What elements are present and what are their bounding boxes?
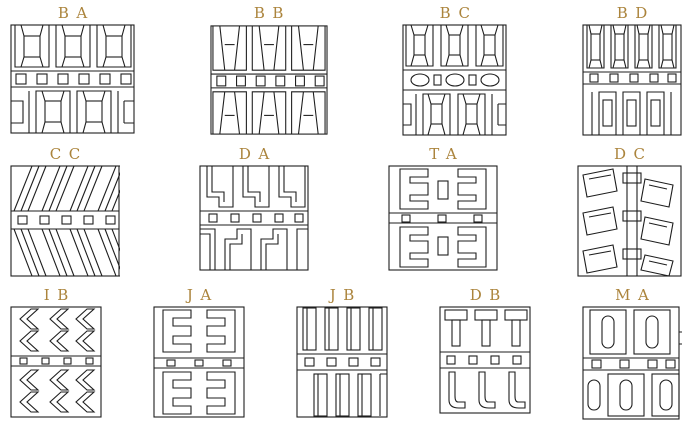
pattern-code-label-bc: BC [439, 4, 478, 22]
pattern-tile-bb: BB [210, 4, 328, 136]
tread-pattern-bc-drawing [402, 24, 507, 136]
pattern-code-label-ma: MA [615, 286, 657, 304]
tread-pattern-ja-drawing [153, 306, 245, 418]
pattern-code-label-cc: CC [49, 145, 88, 163]
pattern-code-label-jb: JB [329, 286, 362, 304]
pattern-tile-bd: BD [582, 4, 682, 136]
tread-pattern-dc-drawing [577, 165, 682, 277]
pattern-row-2: CC DA [10, 145, 682, 277]
pattern-tile-ta: TA [388, 145, 498, 271]
tread-pattern-bd-drawing [582, 24, 682, 136]
tread-pattern-ta-drawing [388, 165, 498, 271]
pattern-code-label-ba: BA [57, 4, 95, 22]
pattern-code-label-da: DA [238, 145, 277, 163]
pattern-code-label-ib: IB [43, 286, 76, 304]
pattern-code-label-dc: DC [613, 145, 653, 163]
tread-pattern-db-drawing [439, 306, 531, 414]
tread-pattern-ba-drawing [10, 24, 135, 134]
pattern-code-label-ta: TA [429, 145, 465, 163]
tread-pattern-cc-drawing [10, 165, 120, 277]
pattern-tile-ib: IB [10, 286, 102, 418]
pattern-tile-dc: DC [577, 145, 682, 277]
pattern-row-3: IB JA [10, 286, 682, 420]
pattern-code-label-db: DB [469, 286, 508, 304]
pattern-tile-ba: BA [10, 4, 135, 134]
pattern-tile-ja: JA [153, 286, 245, 418]
pattern-code-label-ja: JA [186, 286, 219, 304]
tread-pattern-jb-drawing [296, 306, 388, 418]
pattern-tile-ma: MA [582, 286, 682, 420]
pattern-tile-db: DB [439, 286, 531, 414]
tread-pattern-ma-drawing [582, 306, 682, 420]
pattern-tile-cc: CC [10, 145, 120, 277]
tread-pattern-da-drawing [199, 165, 309, 271]
pattern-tile-jb: JB [296, 286, 388, 418]
pattern-code-label-bd: BD [616, 4, 655, 22]
pattern-tile-bc: BC [402, 4, 507, 136]
pattern-code-label-bb: BB [253, 4, 291, 22]
tread-pattern-ib-drawing [10, 306, 102, 418]
pattern-row-1: BA BB [10, 4, 682, 136]
tread-pattern-bb-drawing [210, 25, 328, 135]
pattern-tile-da: DA [199, 145, 309, 271]
